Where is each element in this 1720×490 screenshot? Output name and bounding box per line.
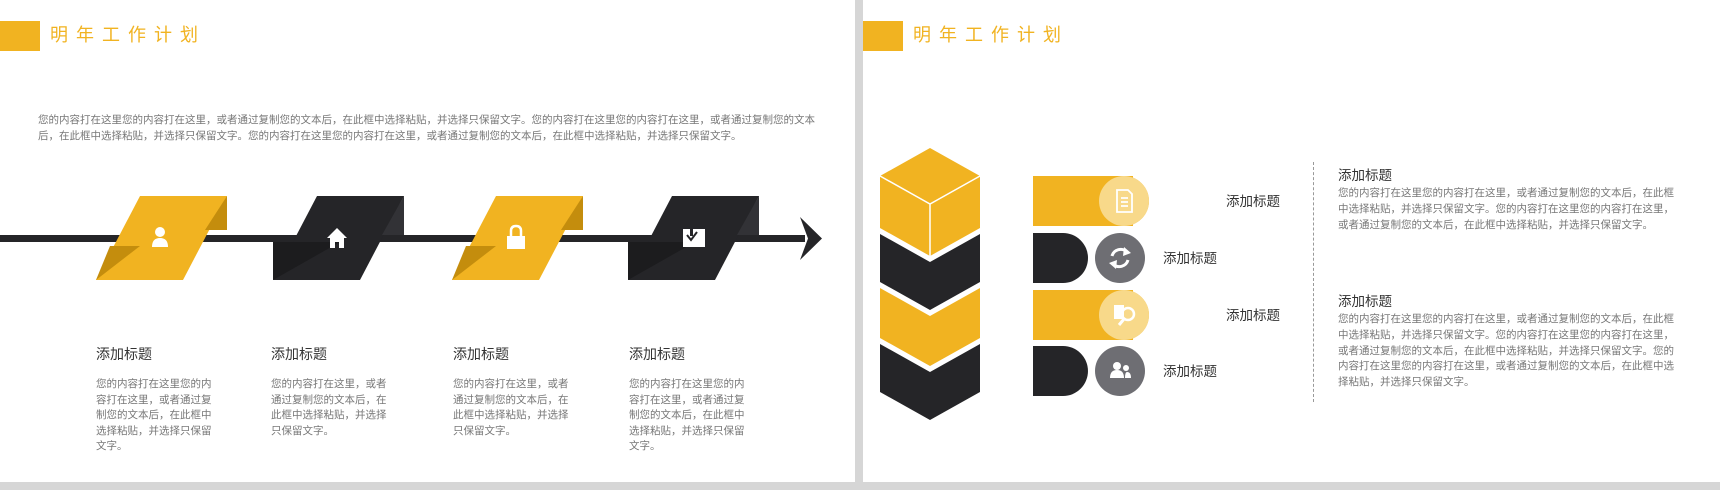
stack-diagram xyxy=(879,148,1149,420)
user-icon xyxy=(152,227,168,247)
item-label-4: 添加标题 xyxy=(1163,364,1217,380)
step-3: 添加标题 您的内容打在这里，或者通过复制您的文本后，在此框中选择粘贴，并选择只保… xyxy=(453,345,578,439)
bag-icon xyxy=(683,227,705,247)
right-block-title: 添加标题 xyxy=(1338,168,1392,184)
cube-shape xyxy=(879,148,981,256)
lock-icon xyxy=(507,224,525,249)
timeline-arrowhead xyxy=(800,217,822,260)
step-description: 您的内容打在这里您的内容打在这里，或者通过复制您的文本后，在此框中选择粘贴，并选… xyxy=(96,378,212,452)
step-title: 添加标题 xyxy=(629,347,685,363)
step-description: 您的内容打在这里，或者通过复制您的文本后，在此框中选择粘贴，并选择只保留文字。 xyxy=(453,378,569,437)
step-title: 添加标题 xyxy=(453,347,509,363)
chevron-yellow-1 xyxy=(880,288,980,366)
item-label-2: 添加标题 xyxy=(1163,251,1217,267)
title-accent-bar xyxy=(0,21,40,51)
document-icon xyxy=(1099,176,1149,226)
step-title: 添加标题 xyxy=(96,347,152,363)
refresh-icon xyxy=(1095,233,1145,283)
timeline-shape-1 xyxy=(96,196,227,280)
item-label-3: 添加标题 xyxy=(1226,308,1280,324)
slide-title: 明年工作计划 xyxy=(50,25,206,46)
timeline-graphic xyxy=(0,196,822,280)
slide-stack-diagram: 明年工作计划 xyxy=(863,0,1720,482)
step-description: 您的内容打在这里您的内容打在这里，或者通过复制您的文本后，在此框中选择粘贴，并选… xyxy=(629,378,745,452)
right-block-description: 您的内容打在这里您的内容打在这里，或者通过复制您的文本后，在此框中选择粘贴，并选… xyxy=(1338,187,1674,231)
timeline-shape-3 xyxy=(452,196,583,280)
slide-title: 明年工作计划 xyxy=(913,25,1069,46)
step-title: 添加标题 xyxy=(271,347,327,363)
right-block-2: 添加标题 您的内容打在这里您的内容打在这里，或者通过复制您的文本后，在此框中选择… xyxy=(1338,292,1683,391)
step-description: 您的内容打在这里，或者通过复制您的文本后，在此框中选择粘贴，并选择只保留文字。 xyxy=(271,378,387,437)
item-label-1: 添加标题 xyxy=(1226,194,1280,210)
step-1: 添加标题 您的内容打在这里您的内容打在这里，或者通过复制您的文本后，在此框中选择… xyxy=(96,345,221,455)
intro-paragraph: 您的内容打在这里您的内容打在这里，或者通过复制您的文本后，在此框中选择粘贴，并选… xyxy=(38,114,815,142)
home-icon xyxy=(327,228,347,248)
chevron-dark-2 xyxy=(880,344,980,420)
dashed-divider xyxy=(1313,162,1314,402)
title-accent-bar xyxy=(863,21,903,51)
right-block-1: 添加标题 您的内容打在这里您的内容打在这里，或者通过复制您的文本后，在此框中选择… xyxy=(1338,166,1683,233)
right-block-title: 添加标题 xyxy=(1338,294,1392,310)
timeline-shape-2 xyxy=(273,196,404,280)
timeline-line xyxy=(0,235,805,242)
right-block-description: 您的内容打在这里您的内容打在这里，或者通过复制您的文本后，在此框中选择粘贴，并选… xyxy=(1338,313,1674,389)
chevron-dark-1 xyxy=(880,234,980,310)
step-2: 添加标题 您的内容打在这里，或者通过复制您的文本后，在此框中选择粘贴，并选择只保… xyxy=(271,345,396,439)
slide-timeline: 明年工作计划 您的内容打在这里您的内容打在这里，或者通过复制您的文本后，在此框中… xyxy=(0,0,855,482)
timeline-shape-4 xyxy=(628,196,759,280)
step-4: 添加标题 您的内容打在这里您的内容打在这里，或者通过复制您的文本后，在此框中选择… xyxy=(629,345,754,455)
